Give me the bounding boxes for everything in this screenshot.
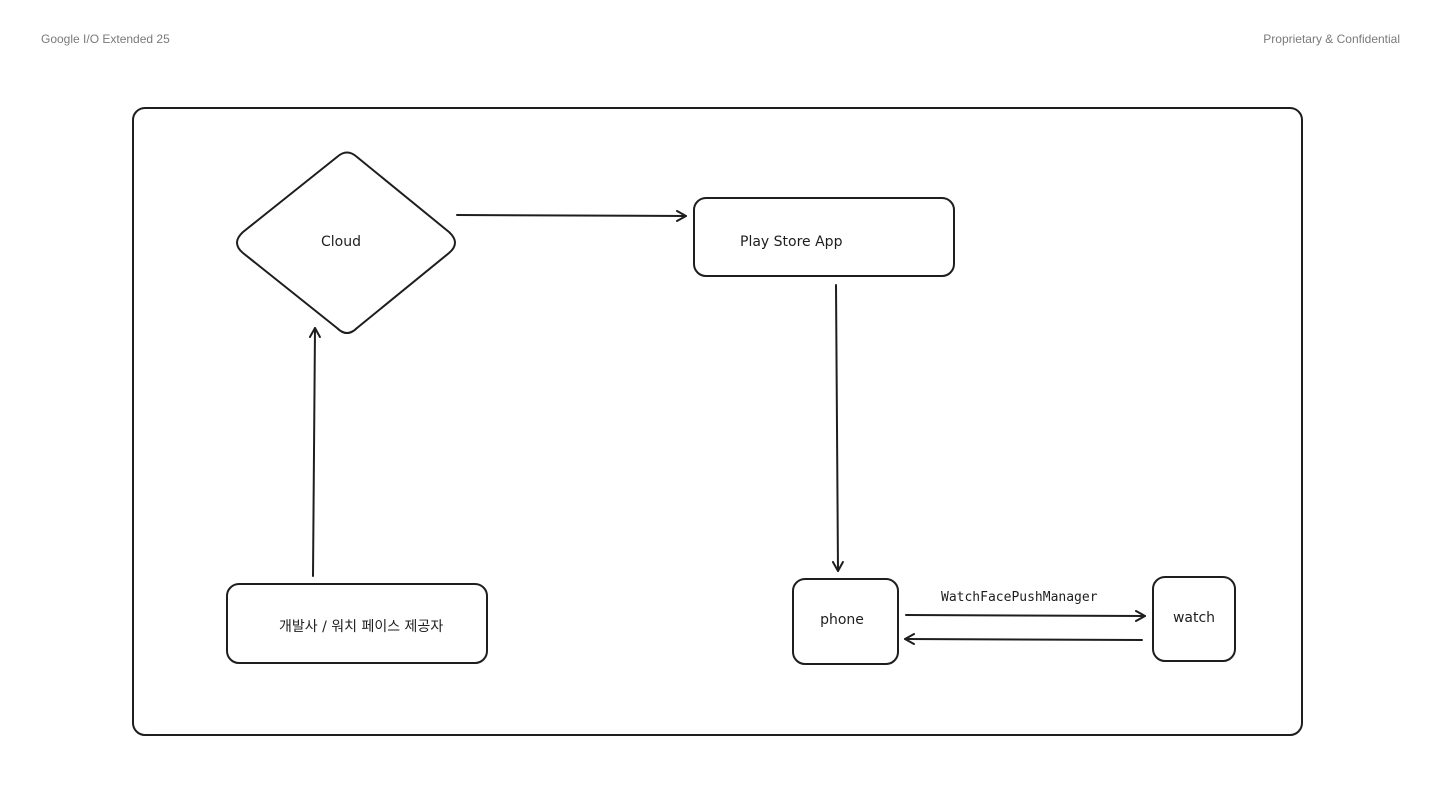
phone-box [792, 578, 899, 665]
play-store-box [693, 197, 955, 277]
header-left-text: Google I/O Extended 25 [41, 32, 170, 46]
header-right-text: Proprietary & Confidential [1263, 32, 1400, 46]
play-store-label: Play Store App [740, 234, 843, 250]
arrow-watch-to-phone [904, 633, 1143, 646]
arrow-phone-to-watch [905, 609, 1146, 622]
phone-node: phone [792, 578, 899, 665]
developer-node: 개발사 / 워치 페이스 제공자 [226, 583, 488, 664]
edge-label-watchfacepushmanager: WatchFacePushManager [941, 590, 1098, 605]
cloud-diamond-shape [236, 151, 456, 334]
phone-label: phone [820, 612, 864, 628]
cloud-node: Cloud [236, 151, 456, 334]
developer-box [226, 583, 488, 664]
watch-node: watch [1152, 576, 1236, 662]
arrow-cloud-to-play-store [456, 209, 687, 222]
arrow-developer-to-cloud [308, 327, 321, 577]
play-store-node: Play Store App [693, 197, 955, 277]
watch-box [1152, 576, 1236, 662]
watch-label: watch [1173, 610, 1215, 626]
arrow-play-store-to-phone [831, 284, 844, 572]
container-frame [132, 107, 1303, 736]
developer-label: 개발사 / 워치 페이스 제공자 [279, 619, 443, 635]
cloud-label: Cloud [321, 234, 361, 250]
